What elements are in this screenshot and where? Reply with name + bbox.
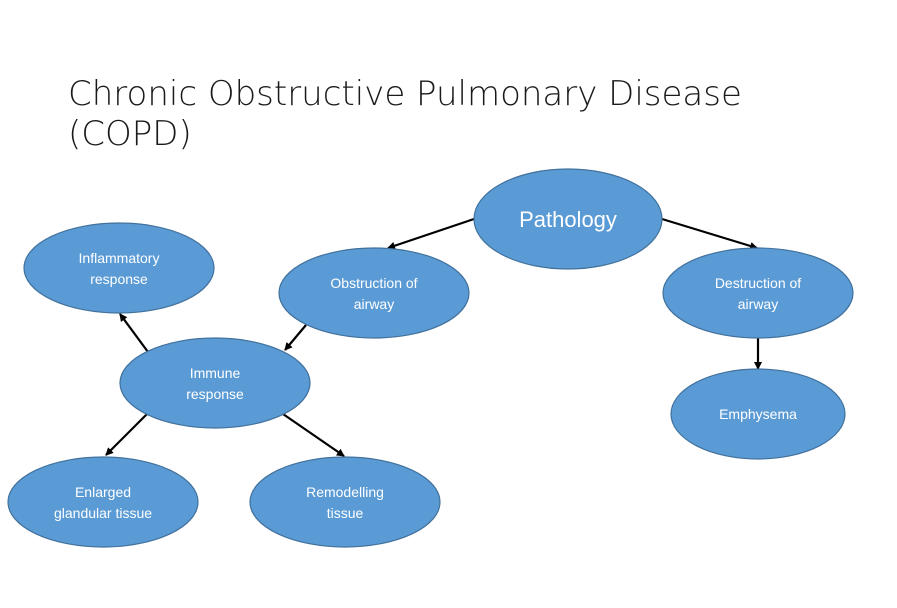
node-enlarged-line2: glandular tissue — [54, 505, 152, 521]
node-remodelling-line2: tissue — [327, 505, 364, 521]
node-remodelling-line1: Remodelling — [306, 484, 384, 500]
title-line-1: Chronic Obstructive Pulmonary Disease — [68, 74, 742, 114]
node-inflammatory-line2: response — [90, 271, 148, 287]
node-destruction-line2: airway — [738, 296, 778, 312]
node-emphysema: Emphysema — [670, 368, 846, 460]
node-obstruction-line1: Obstruction of — [330, 275, 417, 291]
node-obstruction: Obstruction of airway — [278, 247, 470, 339]
edges — [105, 217, 762, 457]
node-obstruction-line2: airway — [354, 296, 394, 312]
node-immune: Immune response — [119, 337, 311, 429]
title-line-2: (COPD) — [68, 114, 192, 154]
node-destruction: Destruction of airway — [662, 247, 854, 339]
edge-pathology-obstruction — [387, 217, 475, 250]
node-pathology-label: Pathology — [519, 207, 617, 232]
page-title: Chronic Obstructive Pulmonary Disease (C… — [68, 74, 828, 154]
edge-obstruction-immune — [284, 324, 307, 351]
node-destruction-line1: Destruction of — [715, 275, 801, 291]
node-inflammatory: Inflammatory response — [23, 222, 215, 314]
node-enlarged: Enlarged glandular tissue — [7, 456, 199, 548]
node-immune-line1: Immune — [190, 365, 241, 381]
edge-pathology-destruction — [661, 217, 758, 250]
edge-immune-remodelling — [282, 413, 345, 457]
node-immune-line2: response — [186, 386, 244, 402]
edge-immune-enlarged — [105, 413, 148, 456]
node-pathology: Pathology — [473, 168, 663, 270]
node-emphysema-label: Emphysema — [719, 406, 797, 422]
edge-immune-inflammatory — [119, 313, 149, 353]
node-remodelling: Remodelling tissue — [249, 456, 441, 548]
node-inflammatory-line1: Inflammatory — [79, 250, 160, 266]
node-enlarged-line1: Enlarged — [75, 484, 131, 500]
